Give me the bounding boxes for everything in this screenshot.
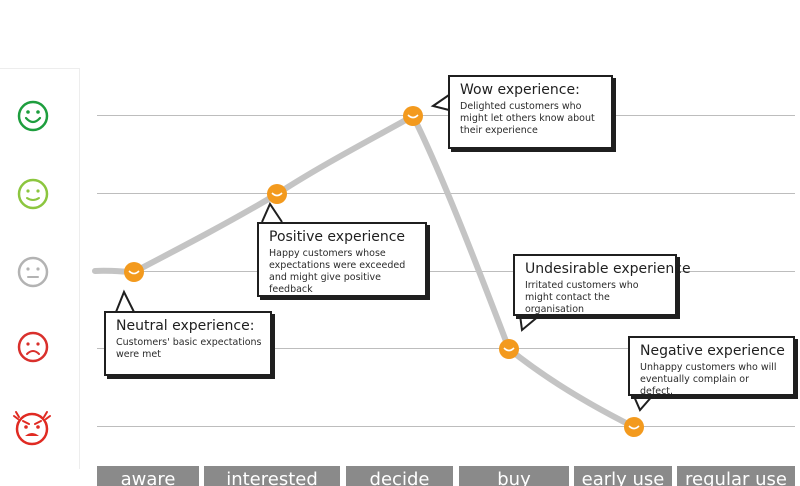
callout-wow: Wow experience: Delighted customers who …	[448, 75, 613, 149]
callout-tail-wow	[430, 94, 450, 111]
stage-tab-aware: aware	[97, 466, 199, 486]
callout-neutral: Neutral experience: Customers' basic exp…	[104, 311, 272, 376]
level-line-negative	[97, 426, 795, 427]
callout-undesirable-title: Undesirable experience	[525, 261, 691, 277]
very-happy-face-icon	[16, 99, 50, 137]
marker-positive	[267, 184, 287, 204]
level-line-wow	[97, 115, 795, 116]
sad-face-icon	[16, 330, 50, 368]
callout-tail-neutral	[115, 289, 135, 313]
callout-positive: Positive experience Happy customers whos…	[257, 222, 427, 297]
stage-tab-decide: decide	[346, 466, 453, 486]
level-line-neutral	[97, 271, 795, 272]
callout-positive-title: Positive experience	[269, 229, 406, 245]
callout-tail-negative	[632, 393, 655, 412]
happy-face-icon	[16, 177, 50, 215]
stage-tab-early-use: early use	[574, 466, 672, 486]
callout-wow-title: Wow experience:	[460, 82, 580, 98]
callout-negative: Negative experience Unhappy customers wh…	[628, 336, 795, 397]
marker-negative	[624, 417, 644, 437]
marker-neutral	[124, 262, 144, 282]
neutral-face-icon	[16, 255, 50, 293]
stage-tab-regular-use: regular use	[677, 466, 795, 486]
stage-tab-interested: interested	[204, 466, 340, 486]
angry-face-icon	[11, 408, 53, 452]
stage-tab-buy: buy	[459, 466, 569, 486]
journey-curve	[92, 111, 637, 430]
marker-undesirable	[499, 339, 519, 359]
callout-undesirable-desc: Irritated customers who might contact th…	[525, 280, 639, 315]
level-line-undesirable	[97, 348, 795, 349]
callout-negative-desc: Unhappy customers who will eventually co…	[640, 362, 777, 397]
callout-tail-positive	[261, 201, 283, 223]
callout-undesirable: Undesirable experience Irritated custome…	[513, 254, 691, 316]
callout-tail-undesirable	[519, 314, 541, 332]
callout-wow-desc: Delighted customers who might let others…	[460, 101, 595, 136]
callout-neutral-desc: Customers' basic expectations were met	[116, 337, 262, 360]
callout-negative-title: Negative experience	[640, 343, 785, 359]
callout-positive-desc: Happy customers whose expectations were …	[269, 248, 406, 295]
emotion-scale-panel	[0, 68, 80, 469]
marker-wow	[403, 106, 423, 126]
callout-neutral-title: Neutral experience:	[116, 318, 255, 334]
